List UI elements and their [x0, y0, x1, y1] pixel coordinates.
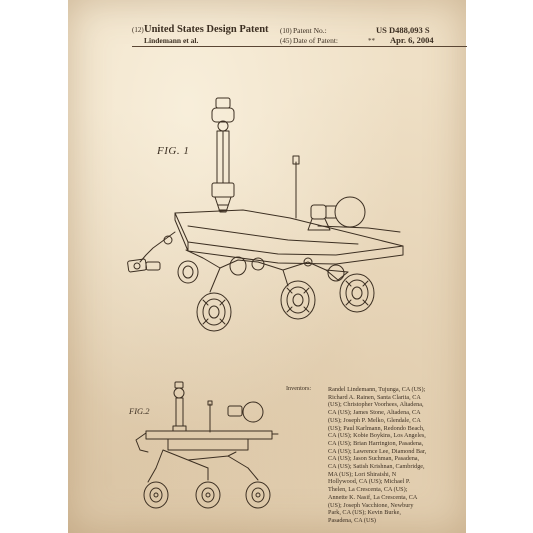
- inventor-line: (US); Paul Karlmann, Redondo Beach,: [328, 424, 425, 432]
- inventor-line: Hollywood, CA (US); Michael P.: [328, 478, 411, 486]
- inventor-line: Thelen, La Crescenta, CA (US);: [328, 486, 408, 494]
- fig1-rover-drawing: [127, 97, 404, 332]
- header-rule: [132, 46, 467, 47]
- fig2-label: FIG.2: [129, 406, 150, 416]
- patent-no-code: (10): [280, 27, 292, 35]
- fig2-rover-drawing: [135, 381, 279, 509]
- inventor-line: Pasadena, CA (US): [328, 516, 376, 524]
- inventor-line: Richard A. Rainen, Santa Clarita, CA: [328, 393, 421, 401]
- fig1-deck: [174, 209, 404, 256]
- fig1-wheel-mid-left: [229, 256, 247, 276]
- inventor-line: CA (US); Satish Krishnan, Cambridge,: [328, 463, 425, 471]
- fig1-wheel-front-right: [196, 292, 232, 332]
- date-marker: **: [368, 37, 375, 45]
- fig2-wheel-front: [143, 481, 169, 509]
- inventor-line: CA (US); James Stone, Altadena, CA: [328, 409, 421, 417]
- fig1-wheel-front-left: [177, 260, 199, 284]
- inventor-line: CA (US); Jason Suchman, Pasadena,: [328, 455, 420, 463]
- fig1-wheel-rear-left: [327, 264, 345, 282]
- fig1-dish: [334, 196, 366, 228]
- fig2-deck: [145, 430, 273, 440]
- inventor-line: (US); Joseph P. Melko, Glendale, CA: [328, 416, 421, 424]
- inventor-line: Randel Lindemann, Tujunga, CA (US);: [328, 386, 426, 393]
- fig1-label: FIG. 1: [157, 145, 190, 157]
- inventor-line: (US); Joseph Vacchione, Newbury: [328, 501, 414, 509]
- inventor-line: CA (US); Lawrence Lee, Diamond Bar,: [328, 447, 427, 455]
- inventor-short: Lindemann et al.: [144, 36, 199, 45]
- date-value: Apr. 6, 2004: [390, 35, 434, 45]
- fig1-camera-head: [215, 97, 231, 109]
- date-label: Date of Patent:: [293, 36, 338, 45]
- inventors-list: Randel Lindemann, Tujunga, CA (US);Richa…: [328, 386, 426, 525]
- kind-code: (12): [132, 26, 144, 34]
- fig2-wheel-mid: [195, 481, 221, 509]
- inventor-line: Park, CA (US); Kevin Burke,: [328, 509, 401, 517]
- fig1-wheel-rear-right: [339, 273, 375, 313]
- inventors-label: Inventors:: [286, 385, 312, 392]
- patent-poster: (12) United States Design Patent Lindema…: [68, 0, 467, 533]
- inventor-line: (US); Christopher Voorhees, Altadena,: [328, 401, 424, 409]
- fig2-wheel-rear: [245, 481, 271, 509]
- date-code: (45): [280, 37, 292, 45]
- patent-title: United States Design Patent: [144, 24, 269, 35]
- inventor-line: Annette K. Nasif, La Crescenta, CA: [328, 493, 418, 501]
- patent-no-label: Patent No.:: [293, 26, 327, 35]
- inventor-line: MA (US); Lori Shiraishi, N: [328, 470, 397, 478]
- inventor-line: CA (US); Kobie Boykins, Los Angeles,: [328, 432, 426, 440]
- fig1-wheel-mid-right: [280, 280, 316, 320]
- rover-drawings: [127, 97, 404, 509]
- patent-no-value: US D488,093 S: [376, 25, 430, 35]
- inventor-line: CA (US); Brian Harrington, Pasadena,: [328, 439, 424, 447]
